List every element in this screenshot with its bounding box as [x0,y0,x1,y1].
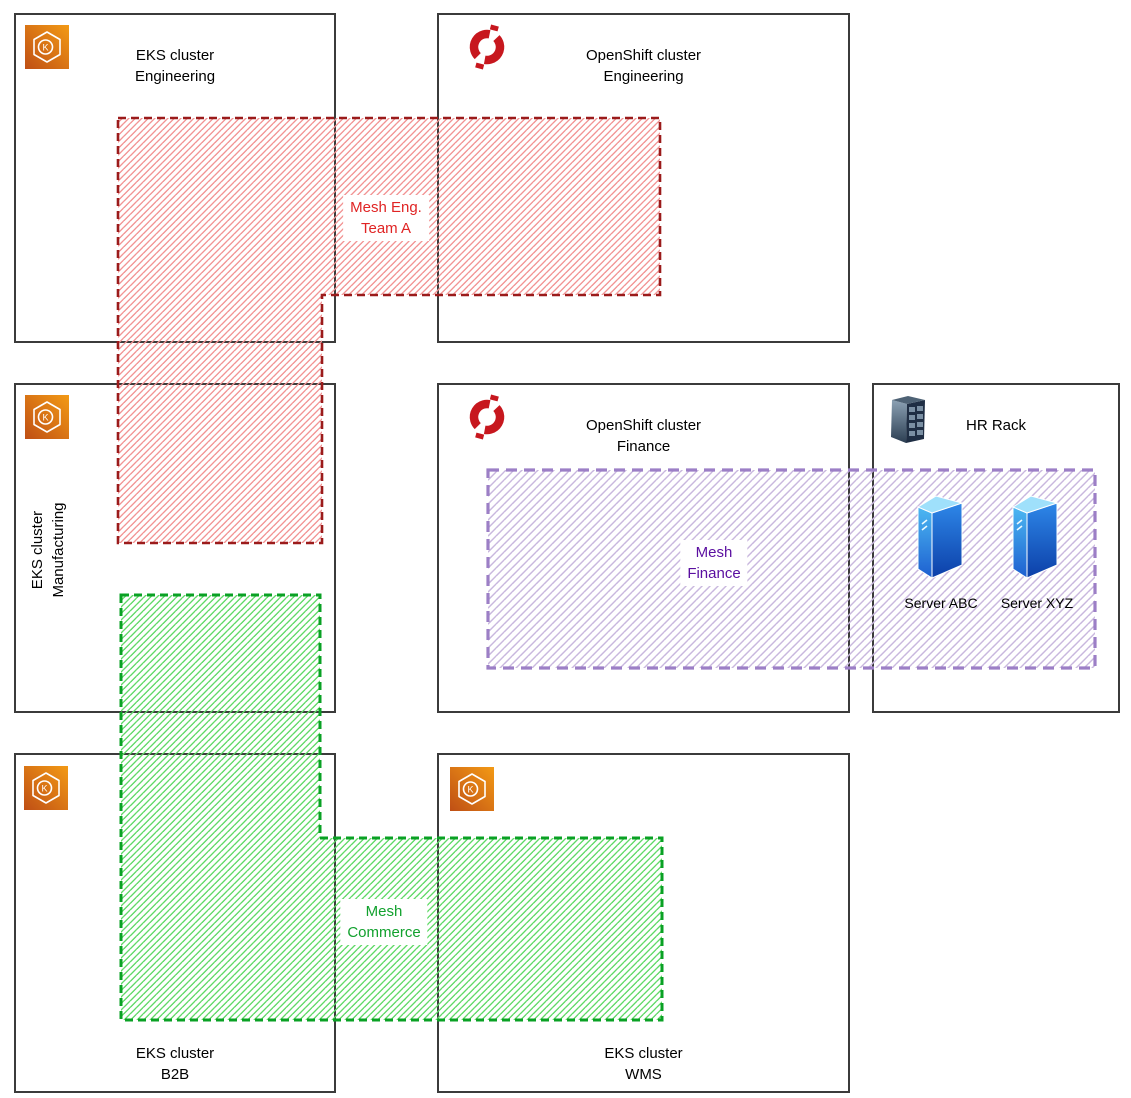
cluster-label-openshift-finance: OpenShift cluster Finance [439,415,848,457]
cluster-label-line1: EKS cluster [604,1045,683,1062]
cluster-box-eks-manufacturing: K EKS cluster Manufacturing [14,383,336,713]
cluster-label-line1: OpenShift cluster [585,417,702,434]
cluster-label-line1: EKS cluster [135,47,215,64]
mesh-finance-label: Mesh Finance [680,540,748,586]
server-label-text: Server ABC [904,595,978,611]
cluster-label-line2: WMS [625,1066,662,1083]
mesh-label-line2: Commerce [347,924,421,941]
cluster-label-line2: Manufacturing [50,502,67,598]
cluster-label-line2: Finance [616,438,671,455]
server-tower-icon-xyz [1011,495,1059,579]
cluster-label-line2: Engineering [134,68,216,85]
cluster-box-eks-wms: K EKS cluster WMS [437,753,850,1093]
mesh-eng-team-a-label: Mesh Eng. Team A [343,195,429,241]
cluster-label-eks-b2b: EKS cluster B2B [16,1043,334,1085]
cluster-box-hr-rack: HR Rack [872,383,1120,713]
eks-icon: K [25,395,69,439]
mesh-label-line1: Mesh Eng. [350,199,422,216]
eks-icon-letter: K [41,784,47,794]
cluster-label-hr-rack: HR Rack [874,415,1118,436]
cluster-label-eks-engineering: EKS cluster Engineering [16,45,334,87]
cluster-label-eks-manufacturing: EKS cluster Manufacturing [27,400,71,700]
server-rack-icon [891,396,925,443]
cluster-label-line1: EKS cluster [135,1045,215,1062]
eks-icon: K [24,766,68,810]
eks-icon: K [450,767,494,811]
mesh-label-line1: Mesh [695,544,733,561]
cluster-label-line2: B2B [160,1066,190,1083]
eks-icon-letter: K [467,785,473,795]
cluster-box-eks-engineering: K EKS cluster Engineering [14,13,336,343]
eks-icon: K [25,25,69,69]
server-tower-icon-abc [916,495,964,579]
cluster-label-line1: HR Rack [965,417,1026,434]
server-abc-label: Server ABC [876,595,1006,611]
cluster-label-eks-wms: EKS cluster WMS [439,1043,848,1085]
cluster-box-openshift-engineering: OpenShift cluster Engineering [437,13,850,343]
cluster-label-line1: OpenShift cluster [585,47,702,64]
cluster-box-openshift-finance: OpenShift cluster Finance [437,383,850,713]
server-label-text: Server XYZ [1000,595,1074,611]
cluster-label-line2: Engineering [603,68,684,85]
openshift-icon [469,24,505,70]
cluster-label-line1: EKS cluster [29,510,46,590]
mesh-commerce-label: Mesh Commerce [340,899,428,945]
eks-icon-letter: K [42,413,48,423]
cluster-box-eks-b2b: K EKS cluster B2B [14,753,336,1093]
cluster-label-openshift-engineering: OpenShift cluster Engineering [439,45,848,87]
eks-icon-letter: K [42,43,48,53]
mesh-label-line2: Team A [360,220,412,237]
server-xyz-label: Server XYZ [972,595,1102,611]
mesh-label-line1: Mesh [365,903,403,920]
mesh-label-line2: Finance [687,565,741,582]
